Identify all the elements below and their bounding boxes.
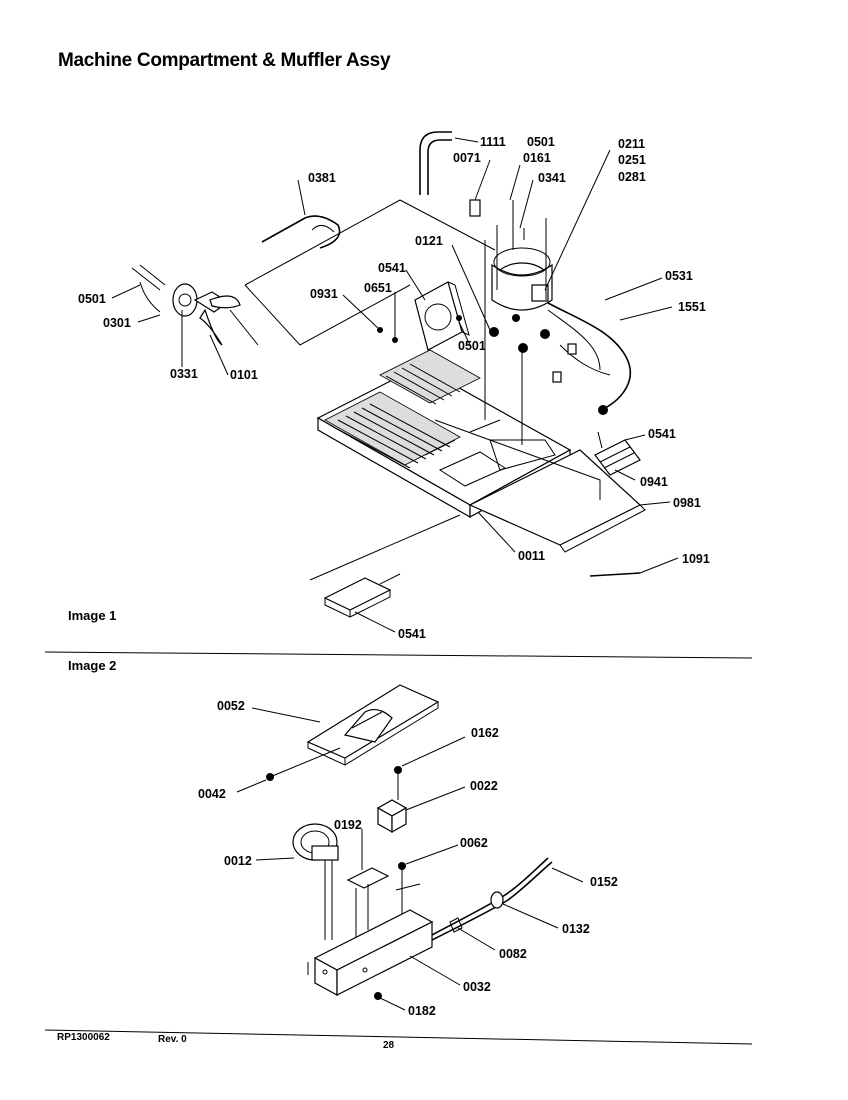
document-id: RP1300062 — [57, 1032, 110, 1043]
callout-0071: 0071 — [453, 151, 481, 165]
callout-0541-b: 0541 — [648, 427, 676, 441]
callout-0132: 0132 — [562, 922, 590, 936]
fan-shroud-part — [414, 281, 470, 351]
callout-1111: 1111 — [480, 135, 506, 149]
compressor-part — [489, 200, 553, 353]
callout-0022: 0022 — [470, 779, 498, 793]
callout-0052: 0052 — [217, 699, 245, 713]
callout-0501-a: 0501 — [527, 135, 555, 149]
terminal-clip-part — [469, 199, 481, 217]
gasket-strip-part — [589, 572, 641, 577]
callout-0101: 0101 — [230, 368, 258, 382]
callout-0501-c: 0501 — [78, 292, 106, 306]
callout-0981: 0981 — [673, 496, 701, 510]
callout-0032: 0032 — [463, 980, 491, 994]
muffler-assembly: 0052 0042 0162 0022 0192 0012 0062 0152 … — [198, 684, 618, 1018]
callout-0012: 0012 — [224, 854, 252, 868]
image1-label: Image 1 — [68, 608, 117, 623]
base-pan-part — [316, 349, 572, 519]
screw-icon — [456, 315, 462, 321]
image2-label: Image 2 — [68, 658, 117, 673]
callout-0011: 0011 — [518, 549, 545, 563]
callout-0161: 0161 — [523, 151, 551, 165]
callout-1551: 1551 — [678, 300, 706, 314]
callout-0042: 0042 — [198, 787, 226, 801]
callout-1091: 1091 — [682, 552, 710, 566]
screw-icon — [398, 862, 406, 870]
page-title: Machine Compartment & Muffler Assy — [58, 50, 391, 71]
page-number: 28 — [383, 1040, 395, 1051]
callout-0541-a: 0541 — [378, 261, 406, 275]
mounting-bracket-part — [594, 431, 641, 476]
revision-label: Rev. 0 — [158, 1034, 187, 1045]
callout-0211: 0211 — [618, 137, 645, 151]
callout-0251: 0251 — [618, 153, 646, 167]
callout-0062: 0062 — [460, 836, 488, 850]
callout-0082: 0082 — [499, 947, 527, 961]
callout-0192: 0192 — [334, 818, 362, 832]
discharge-tube-part — [419, 131, 452, 195]
callout-0931: 0931 — [310, 287, 338, 301]
callout-0531: 0531 — [665, 269, 693, 283]
power-cord-part — [431, 857, 553, 941]
muffler-fan-part — [292, 823, 339, 940]
callout-0281: 0281 — [618, 170, 646, 184]
callout-0381: 0381 — [308, 171, 336, 185]
wire-harness-part — [547, 302, 632, 415]
callout-0162: 0162 — [471, 726, 499, 740]
muffler-cover-part — [306, 684, 440, 766]
heater-plate-part — [346, 867, 390, 889]
callout-0152: 0152 — [590, 875, 618, 889]
callout-0301: 0301 — [103, 316, 131, 330]
callout-0541-c: 0541 — [398, 627, 426, 641]
footer-rule — [44, 1029, 753, 1045]
callout-0331: 0331 — [170, 367, 198, 381]
bottom-bracket-part — [309, 514, 461, 618]
callout-0182: 0182 — [408, 1004, 436, 1018]
machine-compartment-assembly: 1111 0501 0071 0161 0211 0251 0281 0341 … — [78, 131, 710, 641]
callout-0651: 0651 — [364, 281, 392, 295]
section-divider — [44, 651, 753, 659]
condenser-fan-motor-part — [131, 264, 259, 346]
dryer-tube-part — [261, 215, 341, 249]
callout-0941: 0941 — [640, 475, 668, 489]
muffler-housing-part — [307, 909, 434, 997]
callout-0341: 0341 — [538, 171, 566, 185]
callout-0121: 0121 — [415, 234, 443, 248]
callout-0501-b: 0501 — [458, 339, 486, 353]
screw-icon — [394, 766, 402, 774]
thermostat-block-part — [376, 799, 408, 834]
